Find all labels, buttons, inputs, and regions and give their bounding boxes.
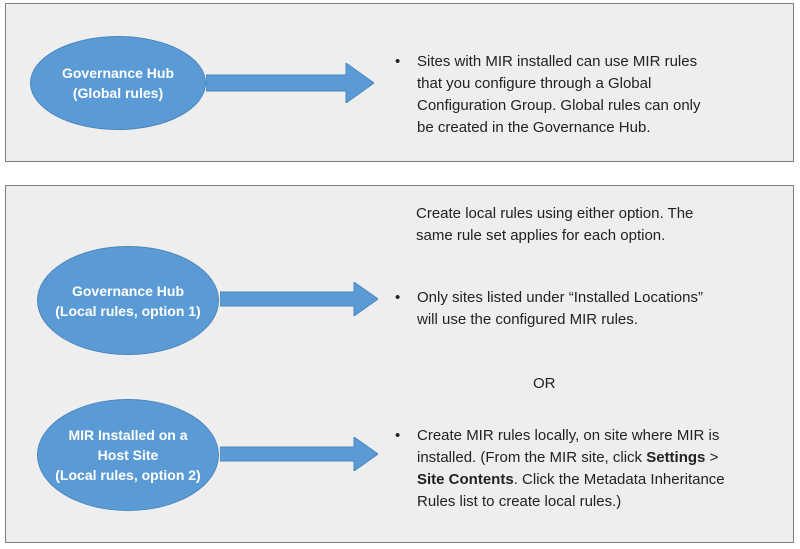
bullet-text: installed. (From the MIR site, click xyxy=(417,449,647,466)
node-label-line3: (Local rules, option 2) xyxy=(55,467,201,483)
bullet-text: > xyxy=(705,449,719,466)
local-mir-rules-bullet: • Create MIR rules locally, on site wher… xyxy=(395,425,790,515)
bullet-dot-icon: • xyxy=(395,289,401,306)
bullet-dot-icon: • xyxy=(395,427,401,444)
mir-host-site-node: MIR Installed on a Host Site (Local rule… xyxy=(37,399,219,511)
local-rules-intro: Create local rules using either option. … xyxy=(416,203,786,247)
governance-hub-global-node: Governance Hub (Global rules) xyxy=(30,36,206,130)
site-contents-label: Site Contents xyxy=(417,471,514,488)
intro-line: Create local rules using either option. … xyxy=(416,205,694,222)
bullet-line: Sites with MIR installed can use MIR rul… xyxy=(417,53,698,70)
governance-hub-local-node: Governance Hub (Local rules, option 1) xyxy=(37,246,219,355)
arrow-right-icon xyxy=(220,437,378,471)
node-label-line2: (Local rules, option 1) xyxy=(55,302,201,319)
node-label-line1: Governance Hub xyxy=(71,282,185,299)
settings-label: Settings xyxy=(646,449,706,466)
bullet-line: Configuration Group. Global rules can on… xyxy=(417,97,701,114)
arrow-right-icon xyxy=(206,63,374,103)
bullet-line: be created in the Governance Hub. xyxy=(417,119,651,136)
node-label-line1: MIR Installed on a xyxy=(68,427,188,443)
node-label-line2: (Global rules) xyxy=(72,85,164,101)
global-rules-bullet: • Sites with MIR installed can use MIR r… xyxy=(395,51,785,141)
bullet-line: Only sites listed under “Installed Locat… xyxy=(417,289,703,306)
node-label-line1: Governance Hub xyxy=(61,65,175,81)
bullet-line: Site Contents. Click the Metadata Inheri… xyxy=(417,469,725,491)
bullet-line: Create MIR rules locally, on site where … xyxy=(417,427,720,444)
arrow-right-icon xyxy=(220,282,378,316)
bullet-dot-icon: • xyxy=(395,53,401,70)
or-label: OR xyxy=(533,375,556,392)
intro-line: same rule set applies for each option. xyxy=(416,227,666,244)
bullet-line: that you configure through a Global xyxy=(417,75,652,92)
installed-locations-bullet: • Only sites listed under “Installed Loc… xyxy=(395,287,785,333)
bullet-line: Rules list to create local rules.) xyxy=(417,493,622,510)
bullet-line: installed. (From the MIR site, click Set… xyxy=(417,447,725,469)
node-label-line2: Host Site xyxy=(97,447,159,463)
bullet-text: . Click the Metadata Inheritance xyxy=(513,471,725,488)
bullet-line: will use the configured MIR rules. xyxy=(417,311,638,328)
